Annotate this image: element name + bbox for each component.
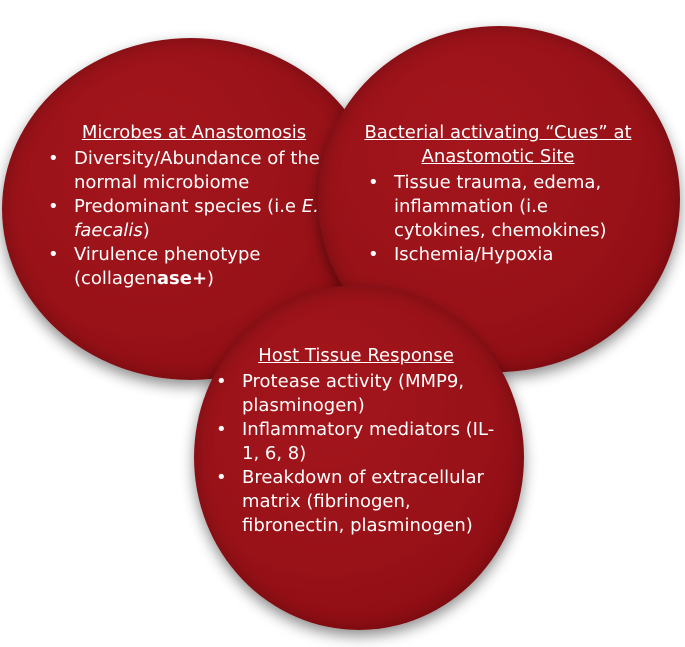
microbes-panel: Microbes at Anastomosis Diversity/Abunda… bbox=[44, 121, 344, 291]
bacterial-cues-heading: Bacterial activating “Cues” at Anastomot… bbox=[364, 121, 632, 169]
list-item: Ischemia/Hypoxia bbox=[364, 243, 632, 267]
item-text-prefix: Virulence phenotype (collagen bbox=[74, 244, 261, 289]
item-text: Diversity/Abundance of the normal microb… bbox=[74, 148, 320, 193]
host-response-list: Protease activity (MMP9, plasminogen) In… bbox=[212, 370, 500, 538]
bacterial-cues-panel: Bacterial activating “Cues” at Anastomot… bbox=[364, 121, 632, 267]
item-text-prefix: Predominant species (i.e bbox=[74, 196, 302, 217]
bacterial-cues-list: Tissue trauma, edema, inflammation (i.e … bbox=[364, 171, 632, 267]
list-item: Inflammatory mediators (IL-1, 6, 8) bbox=[212, 418, 500, 466]
list-item: Tissue trauma, edema, inflammation (i.e … bbox=[364, 171, 632, 243]
host-response-heading: Host Tissue Response bbox=[258, 345, 454, 366]
item-text-suffix: ) bbox=[207, 268, 215, 289]
species-name: E. faecalis bbox=[74, 196, 319, 241]
item-text-suffix: ) bbox=[142, 220, 150, 241]
list-item: Diversity/Abundance of the normal microb… bbox=[44, 147, 344, 195]
host-response-panel: Host Tissue Response Protease activity (… bbox=[212, 344, 500, 538]
list-item: Breakdown of extracellular matrix (fibri… bbox=[212, 466, 500, 538]
heading-line-1: Bacterial activating “Cues” at bbox=[364, 122, 632, 143]
enzyme-suffix: ase+ bbox=[156, 268, 208, 289]
heading-line-2: Anastomotic Site bbox=[421, 146, 575, 167]
list-item: Protease activity (MMP9, plasminogen) bbox=[212, 370, 500, 418]
list-item: Predominant species (i.e E. faecalis) bbox=[44, 195, 344, 243]
microbes-heading: Microbes at Anastomosis bbox=[81, 122, 307, 143]
list-item: Virulence phenotype (collagenase+) bbox=[44, 243, 344, 291]
microbes-list: Diversity/Abundance of the normal microb… bbox=[44, 147, 344, 291]
